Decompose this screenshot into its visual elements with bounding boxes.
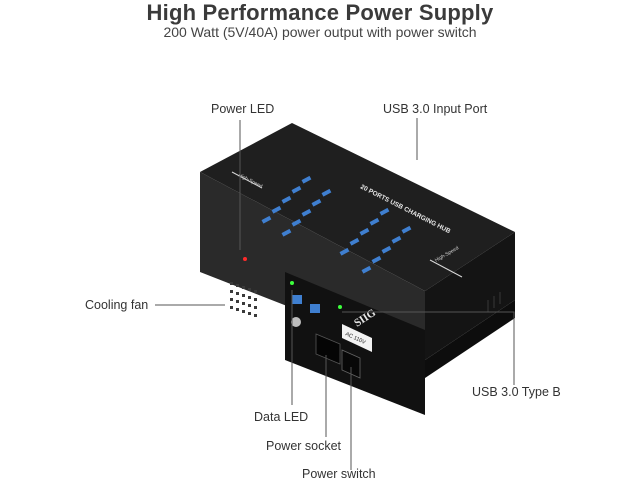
callout-lines — [155, 118, 515, 470]
power-led — [243, 257, 247, 261]
hub-top-face — [200, 123, 515, 291]
data-led-2 — [338, 305, 342, 309]
power-socket — [315, 333, 341, 365]
usb-type-b-port-2 — [310, 304, 320, 313]
callout-usb-input-port: USB 3.0 Input Port — [383, 102, 488, 116]
usb-hub-device: 20 PORTS USB CHARGING HUB High-Speed Hig… — [200, 123, 515, 415]
side-vents — [487, 292, 501, 312]
callout-power-socket: Power socket — [266, 439, 342, 453]
usb-type-b-port-1 — [292, 295, 302, 304]
usb-ports-left-group — [261, 175, 332, 237]
hub-front-face — [425, 232, 515, 360]
usb-ports-right-group — [339, 207, 412, 274]
page-subtitle: 200 Watt (5V/40A) power output with powe… — [163, 24, 477, 40]
top-divider-lines — [231, 171, 463, 278]
ground-screw — [291, 317, 301, 327]
callout-cooling-fan: Cooling fan — [85, 298, 149, 312]
callout-power-switch: Power switch — [302, 467, 376, 481]
cooling-fan-vents — [230, 282, 257, 317]
hub-bracket-lip — [425, 300, 515, 378]
page-title: High Performance Power Supply — [146, 0, 494, 25]
callout-data-led: Data LED — [254, 410, 309, 424]
data-led-1 — [290, 281, 294, 285]
power-switch — [341, 349, 361, 379]
callout-power-led: Power LED — [211, 102, 275, 116]
callout-usb-type-b: USB 3.0 Type B — [472, 385, 561, 399]
voltage-sticker — [342, 324, 372, 352]
